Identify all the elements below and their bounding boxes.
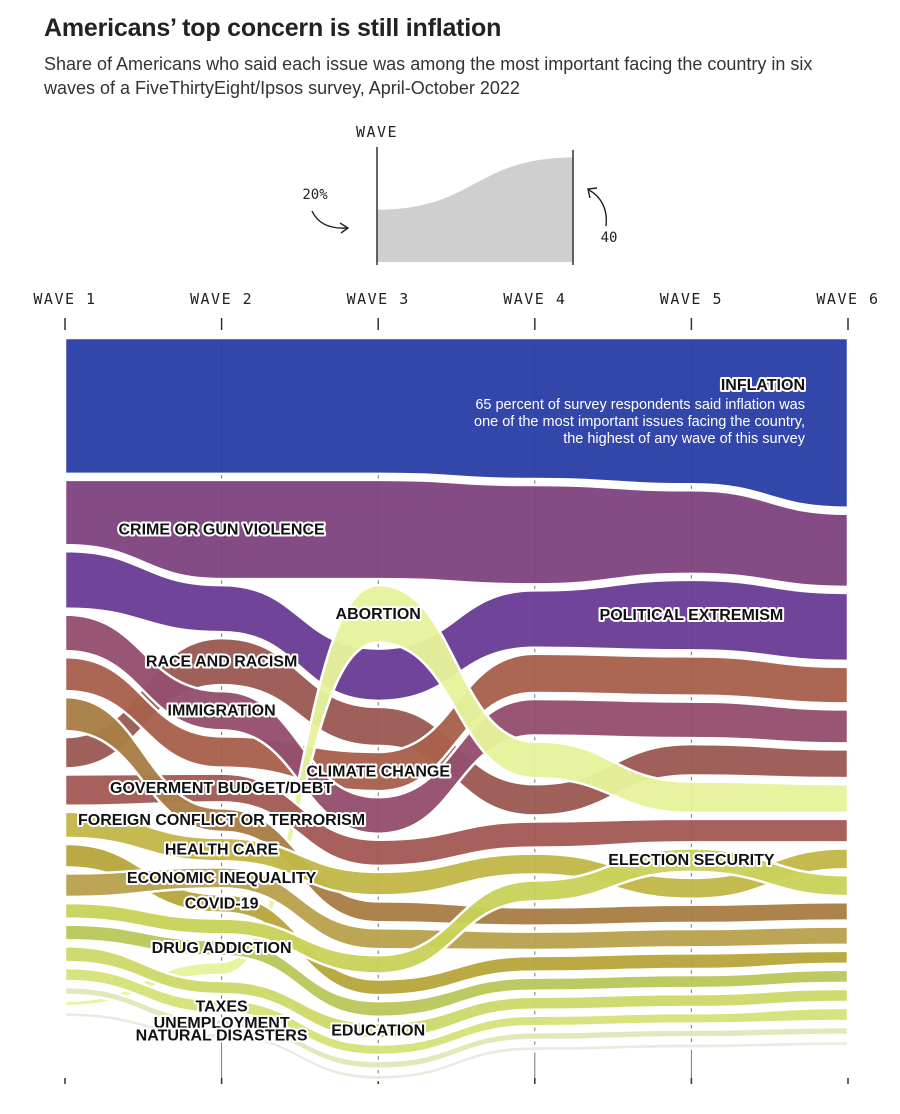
- arrow-head-icon: [339, 222, 350, 234]
- label-race-and-racism: RACE AND RACISM: [146, 654, 297, 671]
- label-natural-disasters: NATURAL DISASTERS: [136, 1028, 308, 1045]
- legend-left-value: 20%: [302, 187, 328, 203]
- label-taxes: TAXES: [196, 999, 248, 1016]
- band-unemployment: [63, 985, 850, 1071]
- legend-sample-band: [377, 157, 573, 262]
- annotation-line: one of the most important issues facing …: [474, 414, 805, 430]
- band-crime-or-gun-violence: [63, 478, 850, 589]
- label-immigration: IMMIGRATION: [168, 703, 276, 720]
- arrow-head-icon: [587, 187, 598, 199]
- band-inflation: [63, 336, 850, 510]
- issue-labels: CRIME OR GUN VIOLENCE POLITICAL EXTREMISM…: [76, 375, 807, 1047]
- axis-tick-label: WAVE 2: [190, 290, 253, 308]
- chart-subtitle: Share of Americans who said each issue w…: [44, 54, 813, 98]
- axis-tick-label: WAVE 5: [660, 290, 723, 308]
- annotation-line: the highest of any wave of this survey: [563, 431, 806, 447]
- label-crime-or-gun-violence: CRIME OR GUN VIOLENCE: [118, 521, 325, 538]
- label-inflation: INFLATION: [721, 377, 805, 394]
- band-political-extremism: [63, 549, 850, 703]
- band-education: [63, 945, 850, 1040]
- label-covid-19: COVID-19: [185, 895, 259, 912]
- band-natural-disasters: [63, 1010, 850, 1082]
- axis-tick-label: WAVE 3: [347, 290, 410, 308]
- band-health-care: [63, 810, 850, 901]
- band-taxes: [63, 966, 850, 1057]
- axis-tick-label: WAVE 6: [816, 290, 879, 308]
- legend-right-value: 40: [601, 230, 618, 246]
- label-health-care: HEALTH CARE: [165, 842, 279, 859]
- band-election-security: [63, 847, 850, 975]
- axis-tick-label: WAVE 1: [33, 290, 96, 308]
- band-abortion: [63, 583, 850, 1008]
- label-education: EDUCATION: [331, 1023, 425, 1040]
- annotation-line: 65 percent of survey respondents said in…: [475, 397, 805, 413]
- band-goverment-budget-debt: [63, 772, 850, 868]
- legend-arrow-right: [588, 189, 607, 227]
- label-election-security: ELECTION SECURITY: [608, 852, 775, 869]
- axis-tick-label: WAVE 4: [503, 290, 566, 308]
- band-economic-inequality: [63, 866, 850, 952]
- legend-arrow-left: [311, 210, 348, 229]
- label-abortion: ABORTION: [336, 606, 421, 623]
- label-unemployment: UNEMPLOYMENT: [154, 1015, 290, 1032]
- label-economic-inequality: ECONOMIC INEQUALITY: [127, 870, 317, 887]
- legend-wave-label: WAVE: [356, 123, 398, 141]
- issue-bands: [63, 336, 850, 1082]
- label-drug-addiction: DRUG ADDICTION: [152, 940, 292, 957]
- chart-title: Americans’ top concern is still inflatio…: [44, 14, 502, 42]
- label-foreign-conflict-or-terrorism: FOREIGN CONFLICT OR TERRORISM: [78, 812, 365, 829]
- band-drug-addiction: [63, 923, 850, 1019]
- label-goverment-budget-debt: GOVERMENT BUDGET/DEBT: [110, 780, 333, 797]
- width-legend: WAVE 20% 40: [302, 123, 617, 265]
- label-climate-change: CLIMATE CHANGE: [306, 764, 450, 781]
- label-political-extremism: POLITICAL EXTREMISM: [600, 607, 784, 624]
